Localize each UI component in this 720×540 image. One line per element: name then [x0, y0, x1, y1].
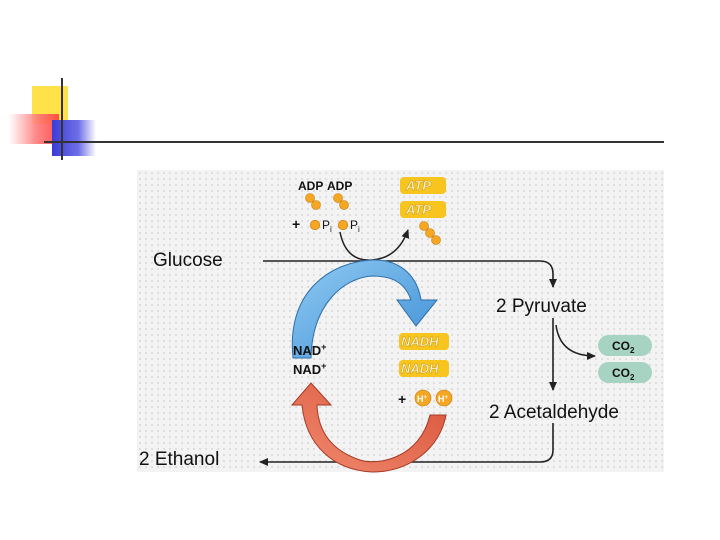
plus-sign-2: + — [398, 391, 406, 407]
nadh-label-1: NADH — [401, 334, 439, 349]
nadh-label-2: NADH — [401, 361, 439, 376]
decor-vertical-line — [61, 78, 63, 160]
ethanol-label: 2 Ethanol — [139, 449, 219, 470]
acetaldehyde-to-ethanol-arrow — [259, 423, 554, 466]
adp-dot-icons — [305, 193, 441, 245]
pi-label-1: Pi — [322, 218, 332, 234]
decor-red-bar — [9, 114, 59, 144]
adp-label-2: ADP — [327, 179, 352, 193]
acetaldehyde-label: 2 Acetaldehyde — [489, 402, 619, 423]
adp-to-atp-arrow — [339, 229, 410, 261]
nad-plus-label-1: NAD+ — [293, 342, 326, 358]
decor-horizontal-line — [44, 141, 664, 143]
plus-sign-1: + — [292, 216, 300, 232]
proton-label-1: H+ — [417, 394, 428, 404]
proton-dots — [414, 389, 453, 407]
pi-label-2: Pi — [350, 218, 360, 234]
glucose-label: Glucose — [153, 250, 223, 271]
fermentation-diagram-background — [137, 170, 664, 472]
glucose-to-pyruvate-arrow — [263, 260, 557, 288]
nad-reduction-arrow — [291, 259, 439, 359]
nadh-badges — [399, 333, 449, 377]
co2-label-1: CO2 — [612, 339, 635, 355]
nad-plus-label-2: NAD+ — [293, 361, 326, 377]
pyruvate-label: 2 Pyruvate — [496, 296, 587, 317]
co2-label-2: CO2 — [612, 366, 635, 382]
adp-label-1: ADP — [298, 179, 323, 193]
nadh-oxidation-arrow — [290, 382, 447, 473]
atp-badges — [400, 177, 446, 218]
co2-release-arrow — [555, 324, 596, 360]
atp-label-2: ATP — [405, 202, 431, 217]
decor-blue-square — [52, 120, 96, 156]
co2-pills — [598, 335, 652, 383]
proton-label-2: H+ — [438, 394, 449, 404]
atp-label-1: ATP — [405, 178, 431, 193]
